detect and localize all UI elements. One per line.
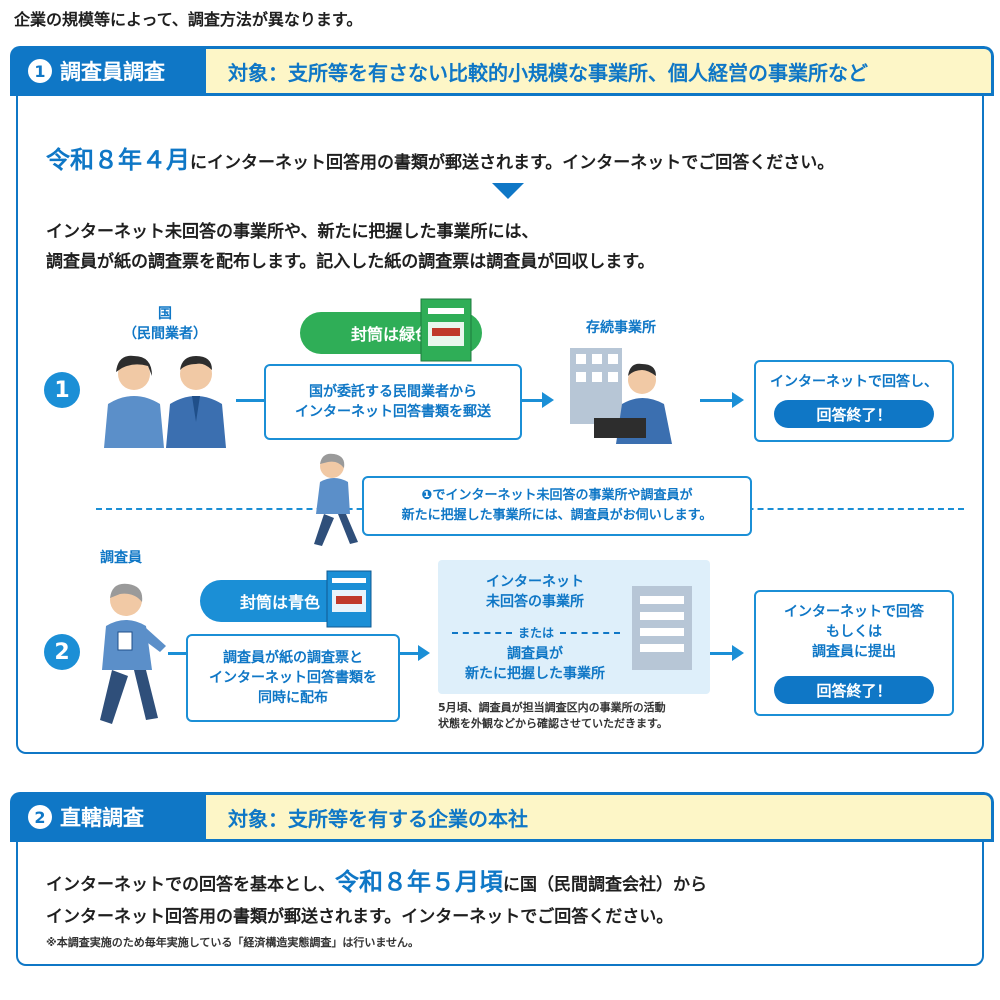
section2-title-text: 直轄調査: [60, 806, 144, 830]
walking-surveyor-icon: [100, 583, 166, 724]
flow1-number-badge: 1: [44, 372, 80, 408]
section2-line2: インターネット回答用の書類が郵送されます。インターネットでご回答ください。: [46, 907, 674, 927]
flow1-arrow-b-icon: [542, 392, 554, 408]
section1-target: 対象：支所等を有さない比較的小規模な事業所、個人経営の事業所など: [206, 46, 994, 96]
flow2-target-a: インターネット 未回答の事業所: [450, 572, 620, 612]
para-line2: 調査員が紙の調査票を配布します。記入した紙の調査票は調査員が回収します。: [46, 252, 655, 272]
flow2-box-line3: 同時に配布: [258, 690, 328, 706]
flow1-mail-box: 国が委託する民間業者から インターネット回答書類を郵送: [264, 364, 522, 440]
flow1-arrow-c-icon: [732, 392, 744, 408]
flow2-line-a: [168, 652, 188, 655]
flow1-destination: 存続事業所: [586, 320, 656, 336]
bridge-note-box: ❶でインターネット未回答の事業所や調査員が 新たに把握した事業所には、調査員がお…: [362, 476, 752, 536]
flow2-target-b: 調査員が 新たに把握した事業所: [450, 644, 620, 684]
flow1-line-c: [700, 399, 734, 402]
flow1-line-b: [522, 399, 544, 402]
flow2-note-line1: 5月頃、調査員が担当調査区内の事業所の活動: [438, 701, 666, 714]
walking-surveyor-small-icon: [314, 453, 358, 546]
section2-line1-post: に国（民間調査会社）から: [503, 875, 707, 895]
section2-target: 対象：支所等を有する企業の本社: [206, 792, 994, 842]
section2-note: ※本調査実施のため毎年実施している「経済構造実態調査」は行いません。: [46, 936, 420, 949]
flow2-line-c: [710, 652, 734, 655]
office-worker-illustration-icon: [570, 348, 672, 444]
intro-text: 企業の規模等によって、調査方法が異なります。: [14, 10, 363, 29]
flow2-target-line3: 調査員が: [507, 646, 563, 662]
flow1-actor-line2: （民間業者）: [123, 326, 207, 342]
section2-title: 2 直轄調査: [10, 792, 206, 842]
blue-envelope-icon: [326, 570, 372, 628]
flow2-box-line2: インターネット回答書類を: [209, 670, 377, 686]
flow2-done-badge: 回答終了！: [774, 676, 934, 704]
down-arrow-icon: [492, 183, 524, 199]
flow1-done-badge: 回答終了！: [774, 400, 934, 428]
lead-highlight: 令和８年４月: [46, 146, 190, 174]
section1-lead: 令和８年４月にインターネット回答用の書類が郵送されます。インターネットでご回答く…: [46, 140, 834, 175]
section1-number: 1: [28, 59, 52, 83]
section1-title-text: 調査員調査: [60, 60, 165, 84]
flow2-result-line2: もしくは: [826, 624, 882, 640]
flow2-target-line4: 新たに把握した事業所: [465, 666, 605, 682]
flow2-or-text: または: [518, 626, 555, 640]
flow2-target-line1: インターネット: [486, 574, 584, 590]
flow1-box-line2: インターネット回答書類を郵送: [295, 404, 491, 420]
building-icon: [632, 586, 692, 670]
section2-line1-pre: インターネットでの回答を基本とし、: [46, 875, 335, 895]
flow2-number-badge: 2: [44, 634, 80, 670]
section2-line1: インターネットでの回答を基本とし、令和８年５月頃に国（民間調査会社）から: [46, 862, 707, 897]
flow1-result-line1: インターネットで回答し、: [770, 374, 938, 390]
lead-rest: にインターネット回答用の書類が郵送されます。インターネットでご回答ください。: [190, 153, 835, 173]
flow1-actor-label: 国 （民間業者）: [100, 304, 230, 344]
flow2-actor-label: 調査員: [100, 550, 142, 566]
section2-header: 2 直轄調査 対象：支所等を有する企業の本社: [10, 792, 994, 842]
para-line1: インターネット未回答の事業所や、新たに把握した事業所には、: [46, 222, 539, 242]
bridge-line2: 新たに把握した事業所には、調査員がお伺いします。: [401, 508, 713, 523]
flow2-note-line2: 状態を外観などから確認させていただきます。: [438, 717, 668, 730]
section1-header: 1 調査員調査 対象：支所等を有さない比較的小規模な事業所、個人経営の事業所など: [10, 46, 994, 96]
flow2-arrow-b-icon: [418, 645, 430, 661]
section2-line1-highlight: 令和８年５月頃: [335, 868, 503, 896]
flow2-target-line2: 未回答の事業所: [486, 594, 584, 610]
bridge-line1: ❶でインターネット未回答の事業所や調査員が: [421, 488, 693, 503]
flow2-note: 5月頃、調査員が担当調査区内の事業所の活動 状態を外観などから確認させていただき…: [438, 700, 728, 732]
section1-title: 1 調査員調査: [10, 46, 206, 96]
section1-paragraph: インターネット未回答の事業所や、新たに把握した事業所には、 調査員が紙の調査票を…: [46, 217, 655, 277]
flow2-box-line1: 調査員が紙の調査票と: [223, 650, 363, 666]
flow2-result-line1: インターネットで回答: [784, 604, 924, 620]
section2-number: 2: [28, 805, 52, 829]
flow2-or-separator: または: [452, 624, 621, 641]
officials-illustration-icon: [104, 355, 226, 448]
flow2-arrow-c-icon: [732, 645, 744, 661]
flow2-line-b: [400, 652, 420, 655]
flow1-box-line1: 国が委託する民間業者から: [309, 384, 477, 400]
section2-panel: [16, 842, 984, 966]
flow1-line-a: [236, 399, 266, 402]
flow2-result-line3: 調査員に提出: [812, 644, 896, 660]
green-envelope-icon: [420, 298, 472, 362]
flow2-distribute-box: 調査員が紙の調査票と インターネット回答書類を 同時に配布: [186, 634, 400, 722]
flow1-actor-line1: 国: [158, 306, 172, 322]
